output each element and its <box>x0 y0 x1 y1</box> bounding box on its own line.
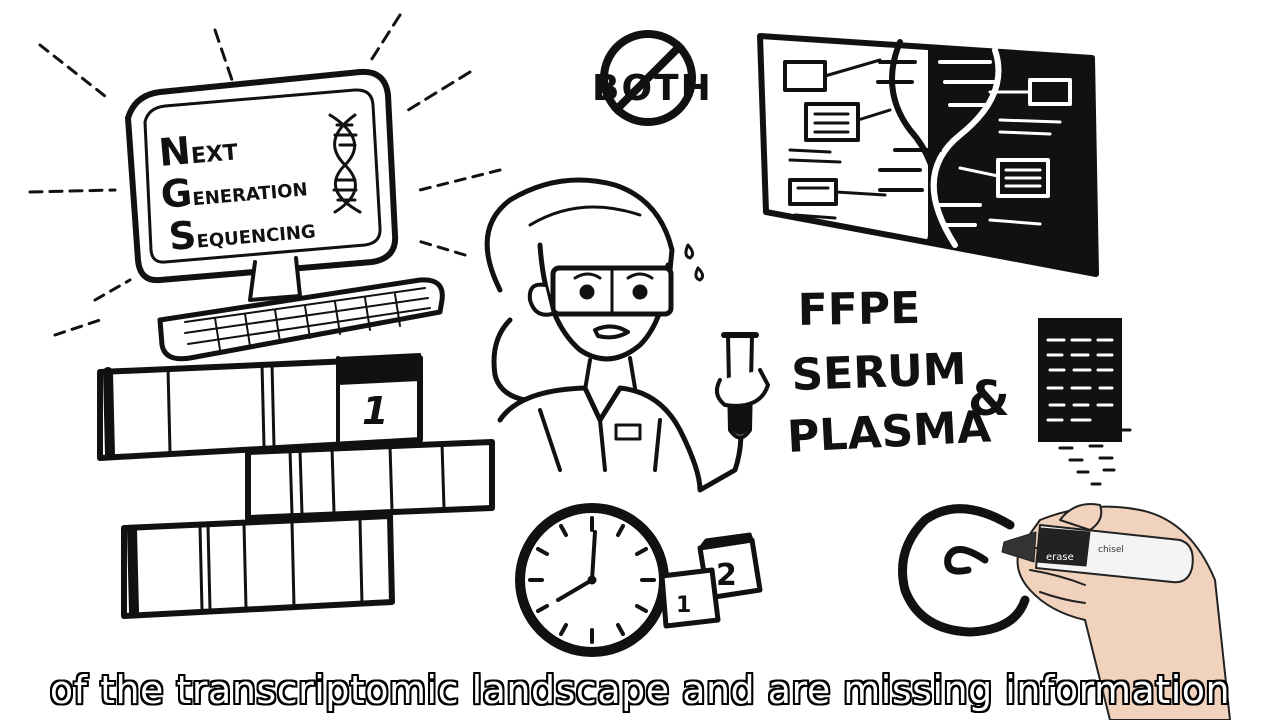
sample-ampersand: & <box>968 371 1010 427</box>
gel-image-icon <box>1038 318 1132 486</box>
sample-types: FFPE SERUM PLASMA & <box>786 283 1010 463</box>
marker-brand: erase <box>1046 552 1074 563</box>
ngs-initial-n: N <box>157 128 193 175</box>
sample-serum: SERUM <box>791 344 968 401</box>
svg-text:NEXT: NEXT <box>157 124 239 175</box>
ngs-initial-g: G <box>159 170 194 217</box>
keyboard-keys <box>184 287 431 351</box>
book-number: 1 <box>362 389 388 433</box>
computer-illustration <box>28 13 502 362</box>
drawn-circle <box>898 504 1030 637</box>
calendar-day-1: 1 <box>676 593 691 618</box>
hand-with-marker: erase chisel <box>1001 503 1231 720</box>
marker-tip: chisel <box>1098 545 1124 555</box>
sample-plasma: PLASMA <box>786 401 992 463</box>
dna-helix-icon <box>328 113 362 214</box>
ngs-initial-s: S <box>167 213 198 259</box>
book-stack-illustration <box>97 353 495 619</box>
both-crossed-out-icon: BOTH <box>592 30 711 126</box>
sample-ffpe: FFPE <box>797 283 920 336</box>
calendar-icon <box>659 532 763 629</box>
clock-icon <box>515 503 669 657</box>
scientist-illustration <box>484 177 770 493</box>
calendar-day-2: 2 <box>716 558 737 593</box>
burst-lines <box>28 13 502 337</box>
dna-diagram-panel <box>757 33 1099 277</box>
svg-text:SEQUENCING: SEQUENCING <box>167 202 317 259</box>
ngs-rest-next: EXT <box>190 140 239 169</box>
subtitle-caption: of the transcriptomic landscape and are … <box>49 668 1231 712</box>
